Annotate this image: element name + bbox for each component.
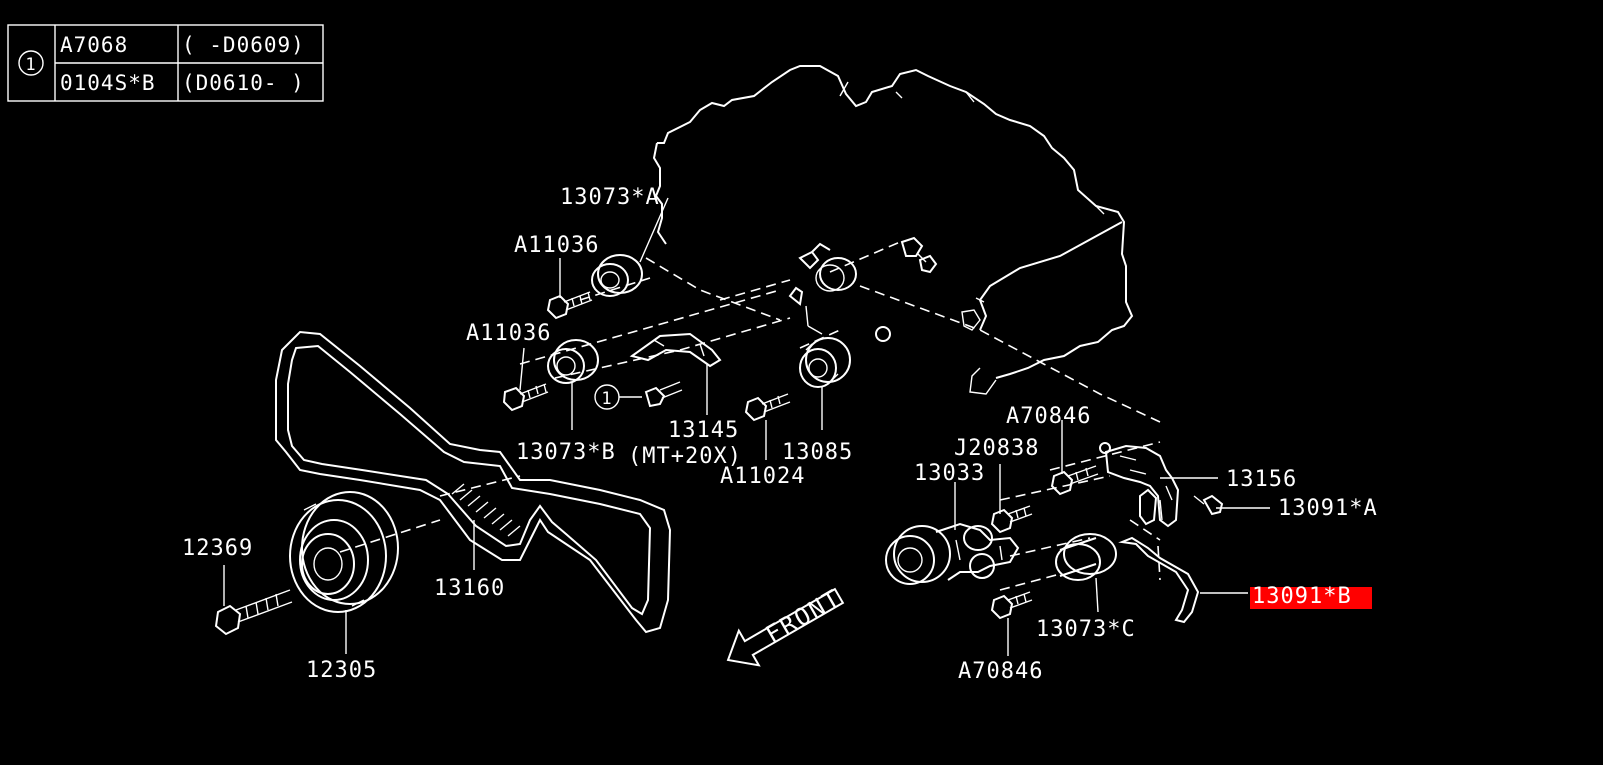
pulley-13085	[799, 337, 851, 388]
bolt-a11024	[744, 393, 791, 422]
label-mt20x: (MT+20X)	[628, 444, 742, 469]
label-13091-a[interactable]: 13091*A	[1278, 496, 1378, 521]
crank-pulley-12305	[289, 491, 399, 613]
highlight-13091-b	[1250, 587, 1372, 609]
label-12305[interactable]: 12305	[306, 658, 377, 683]
camshaft-idler-upper	[788, 236, 938, 342]
label-a11024[interactable]: A11024	[720, 464, 805, 489]
legend-table: 1 A7068 ( -D0609) 0104S*B (D0610- )	[7, 24, 324, 102]
label-13073-c[interactable]: 13073*C	[1036, 617, 1136, 642]
legend-part-1: A7068	[60, 33, 128, 57]
engine-block	[652, 65, 1134, 395]
belt-cover-13145	[629, 332, 722, 368]
bolt-a11036-top	[546, 291, 593, 320]
label-a11036-top[interactable]: A11036	[514, 233, 599, 258]
front-arrow: FRONT	[726, 584, 846, 667]
label-13160[interactable]: 13160	[434, 576, 505, 601]
ref-marker: 1	[601, 389, 612, 409]
label-13073-b[interactable]: 13073*B	[516, 440, 616, 465]
legend-part-2: 0104S*B	[60, 71, 156, 95]
bolt-a70846-bottom	[990, 591, 1033, 620]
callout-labels: 13073*A A11036 A11036 13073*B (MT+20X) 1…	[182, 185, 1378, 684]
idler-pulley-a	[591, 254, 643, 297]
idler-pulley-b	[547, 339, 599, 384]
label-12369[interactable]: 12369	[182, 536, 253, 561]
label-a70846-bottom[interactable]: A70846	[958, 659, 1043, 684]
bolt-12369	[214, 589, 293, 636]
clip-13091-a	[1193, 494, 1224, 516]
label-13156[interactable]: 13156	[1226, 467, 1297, 492]
label-a11036-mid[interactable]: A11036	[466, 321, 551, 346]
bolt-a11036-mid	[502, 383, 549, 412]
clip-13091-b	[1118, 536, 1200, 624]
legend-marker-circle	[18, 50, 44, 76]
bracket-13156	[1099, 442, 1180, 528]
label-13073-a[interactable]: 13073*A	[560, 185, 660, 210]
label-13085[interactable]: 13085	[782, 440, 853, 465]
idler-pulley-c	[1055, 533, 1117, 581]
legend-marker: 1	[25, 55, 36, 75]
label-13145[interactable]: 13145	[668, 418, 739, 443]
legend-range-2: (D0610- )	[182, 71, 305, 95]
label-13091-b[interactable]: 13091*B	[1252, 584, 1352, 609]
timing-belt-13160	[275, 330, 672, 634]
leader-lines	[223, 197, 1270, 656]
label-j20838[interactable]: J20838	[954, 436, 1039, 461]
legend-range-1: ( -D0609)	[182, 33, 305, 57]
front-label: FRONT	[761, 584, 846, 649]
label-13033[interactable]: 13033	[914, 461, 985, 486]
label-a70846-top[interactable]: A70846	[1006, 404, 1091, 429]
tensioner-13033	[885, 522, 1020, 585]
ref-marker-bolt: 1	[594, 381, 683, 410]
bolt-a70846-top	[1050, 465, 1099, 496]
bolt-j20838	[990, 505, 1033, 534]
